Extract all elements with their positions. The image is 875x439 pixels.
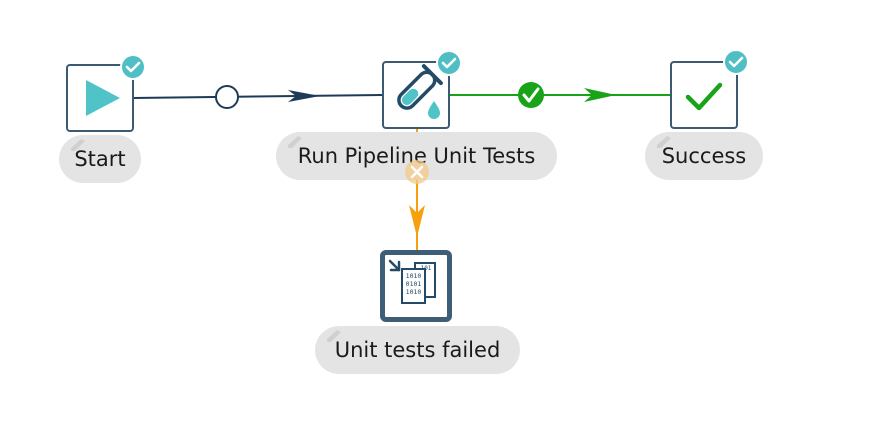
pencil-icon [71,139,85,151]
success-node[interactable] [670,61,738,129]
node-label-text: Start [74,147,126,171]
hop-line [132,94,384,99]
unconditional-hop-icon [215,85,239,109]
checkmark-glyph [522,87,540,103]
node-label-failed[interactable]: Unit tests failed [315,326,520,374]
pencil-icon [657,136,671,148]
status-check-badge [120,54,146,80]
hop-arrowhead [584,88,616,102]
run-tests-node[interactable] [382,61,450,129]
play-icon [86,80,120,116]
hop-start-to-run-tests[interactable] [132,85,384,109]
status-check-badge [723,49,749,75]
binary-file-icon: 1010 0101 1010 101 [388,259,436,304]
failure-hop-icon [405,160,429,184]
hop-arrowhead [409,205,425,237]
svg-text:101: 101 [421,265,432,272]
hop-arrowhead [288,90,320,102]
failed-node[interactable]: 1010 0101 1010 101 [380,250,452,322]
node-label-text: Unit tests failed [334,338,501,362]
check-mark-icon [685,82,723,111]
pencil-icon [288,136,302,148]
node-label-success[interactable]: Success [645,132,763,180]
hop-run-tests-to-success[interactable] [449,82,671,108]
success-hop-icon [518,82,544,108]
svg-text:0101: 0101 [406,280,422,288]
node-label-start[interactable]: Start [59,135,141,183]
svg-text:1010: 1010 [406,288,422,296]
status-check-badge [436,50,462,76]
test-tube-icon [397,64,443,119]
pencil-icon [327,330,341,342]
svg-text:1010: 1010 [406,272,422,280]
node-label-text: Success [661,144,747,168]
